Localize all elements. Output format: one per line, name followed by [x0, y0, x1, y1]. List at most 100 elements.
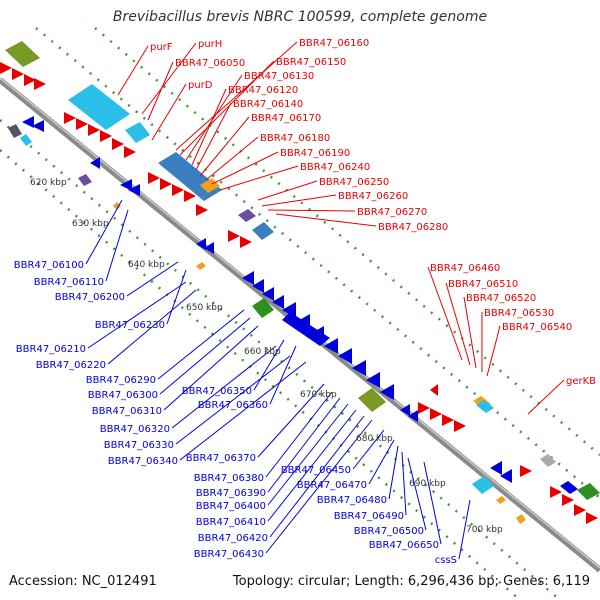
reverse-leader-line	[265, 419, 373, 554]
reverse-gene-label: BBR47_06380	[194, 473, 264, 484]
reverse-gene-label: BBR47_06100	[14, 260, 84, 271]
reverse-leader-line	[257, 383, 325, 458]
reverse-gene-label: BBR47_06200	[55, 292, 125, 303]
reverse-gene-label: BBR47_06430	[194, 549, 264, 560]
forward-gene-label: BBR47_06120	[228, 85, 298, 96]
forward-gene-label: BBR47_06250	[319, 177, 389, 188]
forward-leader-line	[267, 209, 356, 212]
reverse-leader-line	[87, 281, 187, 349]
forward-gene-label: BBR47_06240	[300, 162, 370, 173]
forward-gene-label: BBR47_06140	[233, 99, 303, 110]
reverse-leader-line	[267, 403, 349, 506]
forward-leader-line	[151, 83, 187, 141]
forward-gene-label: BBR47_06280	[378, 222, 448, 233]
reverse-gene-label: BBR47_06320	[100, 424, 170, 435]
reverse-gene-label: BBR47_06210	[16, 344, 86, 355]
scale-label: 640 kbp	[128, 260, 165, 270]
forward-leader-line	[463, 296, 477, 369]
reverse-leader-line	[105, 209, 129, 282]
forward-gene-label: BBR47_06130	[244, 71, 314, 82]
forward-leader-line	[445, 282, 471, 366]
forward-gene-label: purH	[198, 39, 222, 50]
reverse-leader-line	[388, 445, 399, 500]
forward-gene-label: gerKB	[566, 376, 596, 387]
reverse-leader-line	[407, 457, 427, 531]
forward-arrows	[0, 62, 598, 524]
reverse-leader-line	[265, 391, 333, 478]
scale-labels: 620 kbp 630 kbp 640 kbp 650 kbp 660 kbp 670 k…	[30, 178, 503, 535]
scale-label: 660 kbp	[244, 347, 281, 357]
scale-label: 680 kbp	[356, 434, 393, 444]
reverse-leader-line	[166, 269, 187, 325]
scale-label: 620 kbp	[30, 178, 67, 188]
forward-gene-label: BBR47_06170	[251, 113, 321, 124]
accession-label: Accession: NC_012491	[9, 574, 157, 589]
reverse-leader-line	[423, 461, 442, 545]
reverse-leader-line	[458, 499, 471, 560]
reverse-strand-features	[8, 124, 526, 524]
reverse-gene-label: BBR47_06220	[36, 360, 106, 371]
forward-leader-line	[486, 325, 501, 377]
reverse-gene-label: BBR47_06410	[196, 517, 266, 528]
forward-leader-line	[191, 88, 227, 166]
reverse-leader-line	[352, 429, 385, 470]
reverse-gene-label: BBR47_06310	[92, 406, 162, 417]
reverse-gene-label: cssS	[435, 555, 457, 566]
reverse-leader-line	[401, 451, 407, 516]
forward-gene-label: BBR47_06180	[260, 133, 330, 144]
label-leaders	[85, 41, 565, 560]
forward-leader-line	[199, 116, 250, 177]
reverse-gene-label: BBR47_06420	[198, 533, 268, 544]
scale-label: 690 kbp	[409, 479, 446, 489]
reverse-gene-label: BBR47_06350	[182, 386, 252, 397]
scale-label: 650 kbp	[186, 303, 223, 313]
reverse-leader-line	[267, 397, 341, 493]
reverse-gene-label: BBR47_06400	[196, 501, 266, 512]
reverse-gene-label: BBR47_06650	[369, 540, 439, 551]
forward-gene-label: purF	[150, 42, 173, 53]
forward-leader-line	[117, 45, 149, 96]
scale-label: 670 kbp	[300, 390, 337, 400]
forward-leader-line	[141, 42, 197, 115]
reverse-gene-label: BBR47_06230	[95, 320, 165, 331]
forward-gene-label: purD	[188, 80, 213, 91]
forward-gene-label: BBR47_06540	[502, 322, 572, 333]
reverse-gene-label: BBR47_06300	[88, 390, 158, 401]
reverse-gene-label: BBR47_06450	[281, 465, 351, 476]
reverse-leader-line	[159, 317, 251, 395]
reverse-leader-line	[269, 415, 365, 538]
forward-gene-label: BBR47_06460	[430, 263, 500, 274]
scale-label: 630 kbp	[72, 219, 109, 229]
forward-leader-line	[211, 151, 279, 185]
reverse-gene-label: BBR47_06480	[317, 495, 387, 506]
reverse-leader-line	[267, 409, 357, 522]
forward-leader-line	[179, 60, 275, 156]
forward-leader-line	[205, 136, 259, 181]
genome-summary: Topology: circular; Length: 6,296,436 bp…	[232, 574, 590, 589]
forward-leader-line	[219, 165, 299, 191]
forward-strand-features	[5, 41, 600, 500]
reverse-gene-label: BBR47_06110	[34, 277, 104, 288]
forward-leader-line	[527, 379, 565, 415]
reverse-leader-line	[179, 361, 307, 461]
reverse-gene-label: BBR47_06470	[297, 480, 367, 491]
reverse-gene-label: BBR47_06500	[354, 526, 424, 537]
forward-leader-line	[175, 41, 298, 151]
forward-gene-label: BBR47_06190	[280, 148, 350, 159]
outer-dotted-track	[35, 27, 600, 499]
reverse-gene-label: BBR47_06340	[108, 456, 178, 467]
reverse-arrows	[22, 116, 512, 483]
reverse-gene-label: BBR47_06370	[186, 453, 256, 464]
forward-leader-line	[195, 102, 232, 171]
reverse-leader-line	[171, 345, 277, 429]
reverse-gene-label: BBR47_06390	[196, 488, 266, 499]
forward-gene-label: BBR47_06520	[466, 293, 536, 304]
reverse-leader-line	[253, 339, 285, 391]
forward-gene-label: BBR47_06270	[357, 207, 427, 218]
forward-gene-label: BBR47_06150	[276, 57, 346, 68]
reverse-leader-line	[85, 199, 123, 265]
reverse-leader-line	[126, 261, 179, 297]
forward-leader-line	[257, 180, 318, 201]
reverse-gene-label: BBR47_06330	[104, 440, 174, 451]
